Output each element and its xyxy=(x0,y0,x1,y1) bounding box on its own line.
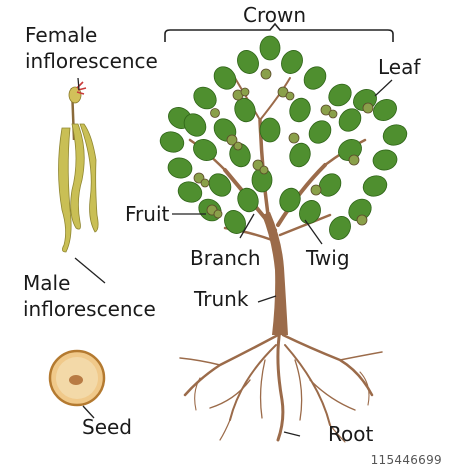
twig-label: Twig xyxy=(306,246,350,270)
crown-label: Crown xyxy=(243,3,307,27)
male-inflorescence-drawing xyxy=(58,123,99,253)
seed-label: Seed xyxy=(82,415,132,439)
fruit-label: Fruit xyxy=(125,202,170,226)
trunk-shape xyxy=(262,212,288,335)
seed-drawing xyxy=(48,349,106,407)
male-inflorescence-label-line1: Male xyxy=(23,271,71,295)
trunk-label: Trunk xyxy=(194,287,249,311)
crown-bracket xyxy=(164,22,394,42)
fruit-clusters xyxy=(193,68,374,226)
stock-id-watermark: 115446699 xyxy=(370,453,442,467)
female-inflorescence-label-line1: Female xyxy=(25,23,98,47)
root-label: Root xyxy=(328,422,374,446)
leader-lines xyxy=(74,77,393,437)
leaf-label: Leaf xyxy=(378,55,421,79)
branches xyxy=(188,77,367,242)
leaves xyxy=(159,35,408,240)
branch-label: Branch xyxy=(190,246,261,270)
roots xyxy=(179,328,383,443)
male-inflorescence-label-line2: inflorescence xyxy=(23,297,156,321)
female-inflorescence-label-line2: inflorescence xyxy=(25,49,158,73)
